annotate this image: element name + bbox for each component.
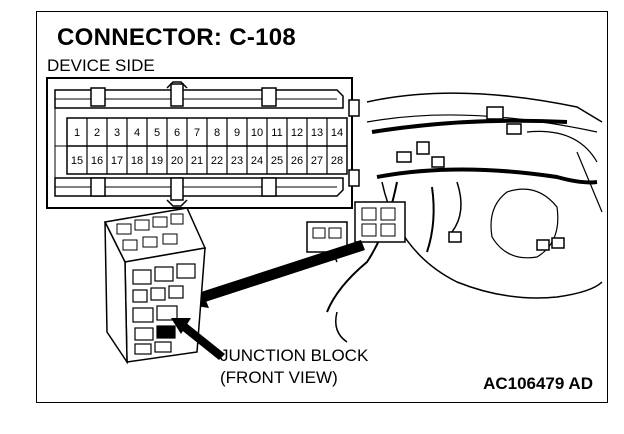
pin-label-bottom: 17 — [111, 155, 123, 167]
pin-label-top: 4 — [134, 127, 140, 139]
junction-block-caption: JUNCTION BLOCK (FRONT VIEW) — [220, 345, 368, 389]
caption-line-1: JUNCTION BLOCK — [220, 346, 369, 365]
caption-line-2: (FRONT VIEW) — [220, 368, 338, 387]
pin-label-top: 6 — [174, 127, 180, 139]
pin-label-bottom: 22 — [211, 155, 223, 167]
pin-label-top: 10 — [251, 127, 263, 139]
connector-title: CONNECTOR: C-108 — [57, 24, 297, 51]
pin-label-top: 2 — [94, 127, 100, 139]
figure-code: AC106479 AD — [483, 374, 593, 393]
pin-label-bottom: 20 — [171, 155, 183, 167]
pin-label-top: 11 — [271, 127, 282, 139]
pin-label-top: 1 — [74, 127, 80, 139]
pin-label-top: 9 — [234, 127, 240, 139]
pin-label-bottom: 16 — [91, 155, 103, 167]
pin-label-bottom: 21 — [191, 155, 203, 167]
pin-label-top: 5 — [154, 127, 160, 139]
pin-label-top: 3 — [114, 127, 120, 139]
pin-label-top: 8 — [214, 127, 220, 139]
pin-label-bottom: 25 — [271, 155, 283, 167]
pin-label-bottom: 27 — [311, 155, 323, 167]
pin-label-bottom: 15 — [71, 155, 83, 167]
junction-block-illustration — [103, 92, 603, 365]
device-side-label: DEVICE SIDE — [47, 56, 155, 75]
pin-label-bottom: 28 — [331, 155, 343, 167]
pin-label-top: 14 — [331, 127, 343, 139]
pin-label-bottom: 18 — [131, 155, 143, 167]
pin-label-bottom: 24 — [251, 155, 263, 167]
pin-label-bottom: 23 — [231, 155, 243, 167]
pin-label-top: 13 — [311, 127, 323, 139]
pin-label-bottom: 19 — [151, 155, 163, 167]
pin-label-top: 7 — [194, 127, 200, 139]
pin-label-top: 12 — [291, 127, 303, 139]
pin-label-bottom: 26 — [291, 155, 303, 167]
